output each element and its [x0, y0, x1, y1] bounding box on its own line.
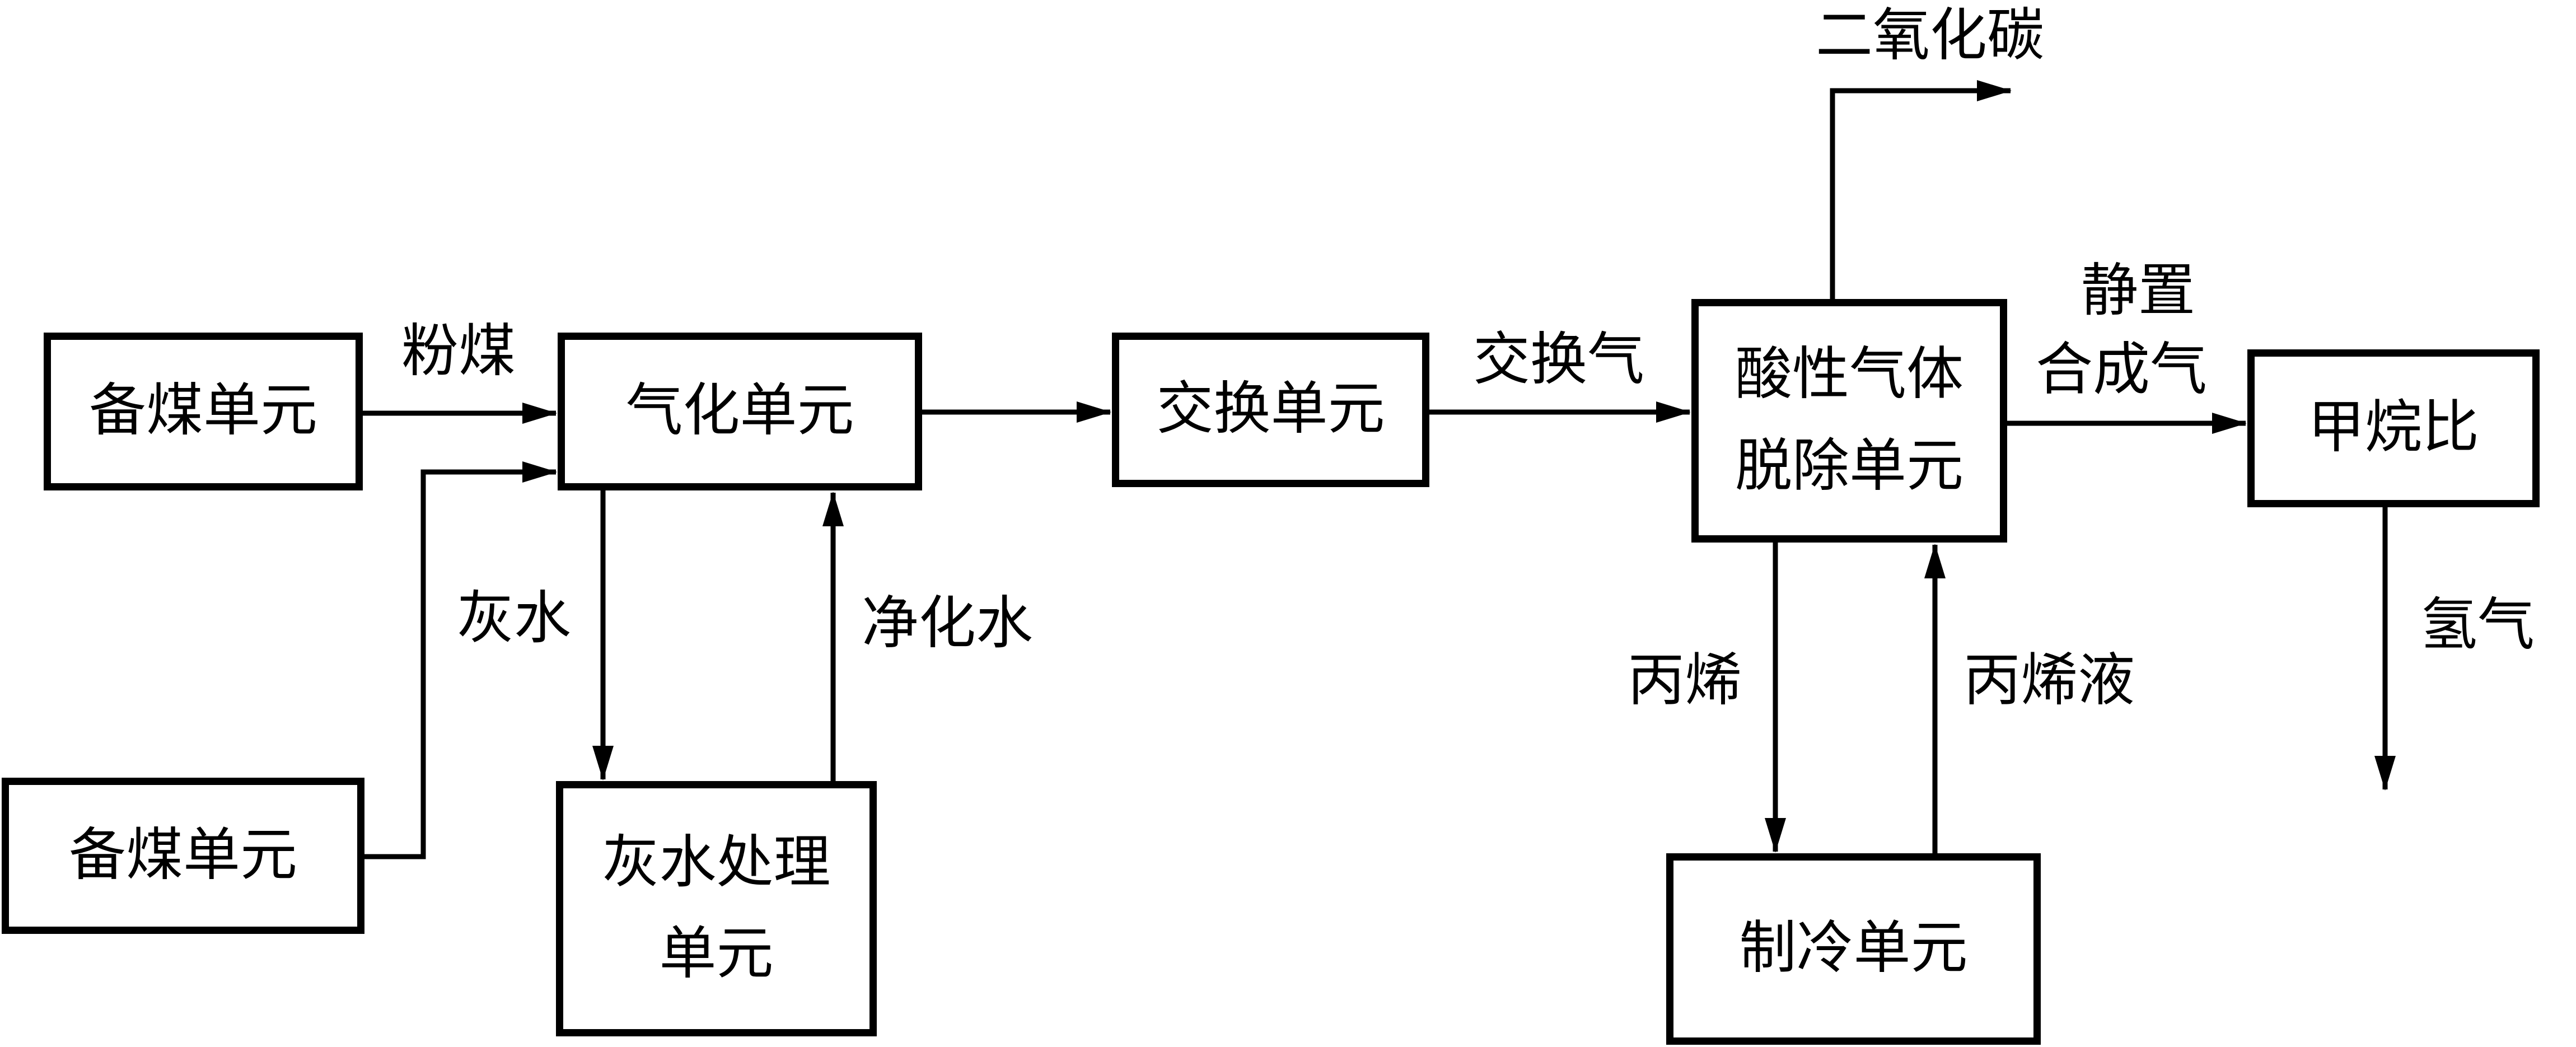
stream-label-gray-water: 灰水: [457, 587, 571, 651]
box-coal-preparation-unit-bottom-label: 备煤单元: [69, 824, 297, 887]
box-acid-gas-removal-unit-label-line2: 脱除单元: [1735, 434, 1963, 498]
arrow-coal-prep-bottom-to-gasification: [364, 461, 557, 859]
stream-label-settled-syngas-line2: 合成气: [2036, 339, 2207, 402]
box-gray-water-treatment-unit: 灰水处理 单元: [556, 781, 877, 1036]
stream-label-shift-gas: 交换气: [1473, 329, 1644, 392]
stream-label-propylene: 丙烯: [1628, 649, 1742, 713]
arrow-carbon-dioxide: [1830, 80, 2012, 299]
stream-label-hydrogen: 氢气: [2420, 594, 2535, 657]
box-acid-gas-removal-unit-label-line1: 酸性气体: [1735, 343, 1963, 407]
box-coal-preparation-unit-top-label: 备煤单元: [89, 380, 317, 443]
box-refrigeration-unit: 制冷单元: [1666, 853, 2041, 1045]
box-refrigeration-unit-label: 制冷单元: [1739, 917, 1968, 981]
box-coal-preparation-unit-bottom: 备煤单元: [2, 778, 364, 934]
stream-label-purified-water: 净化水: [862, 592, 1033, 656]
box-gray-water-treatment-unit-label-line1: 灰水处理: [602, 831, 831, 895]
box-coal-preparation-unit-top: 备煤单元: [44, 333, 363, 490]
stream-label-settled-syngas-line1: 静置: [2081, 260, 2195, 323]
box-gray-water-treatment-unit-label-line2: 单元: [659, 923, 774, 986]
box-methane-ratio-unit-label: 甲烷比: [2308, 396, 2479, 460]
box-gasification-unit-label: 气化单元: [625, 380, 854, 443]
stream-label-carbon-dioxide: 二氧化碳: [1816, 4, 2044, 68]
box-methane-ratio-unit: 甲烷比: [2247, 349, 2540, 507]
box-shift-unit: 交换单元: [1112, 333, 1429, 487]
box-acid-gas-removal-unit: 酸性气体 脱除单元: [1691, 299, 2007, 543]
stream-label-propylene-liquid: 丙烯液: [1963, 649, 2135, 713]
box-shift-unit-label: 交换单元: [1156, 378, 1385, 442]
box-gasification-unit: 气化单元: [558, 333, 922, 490]
stream-label-pulverized-coal: 粉煤: [401, 320, 516, 384]
